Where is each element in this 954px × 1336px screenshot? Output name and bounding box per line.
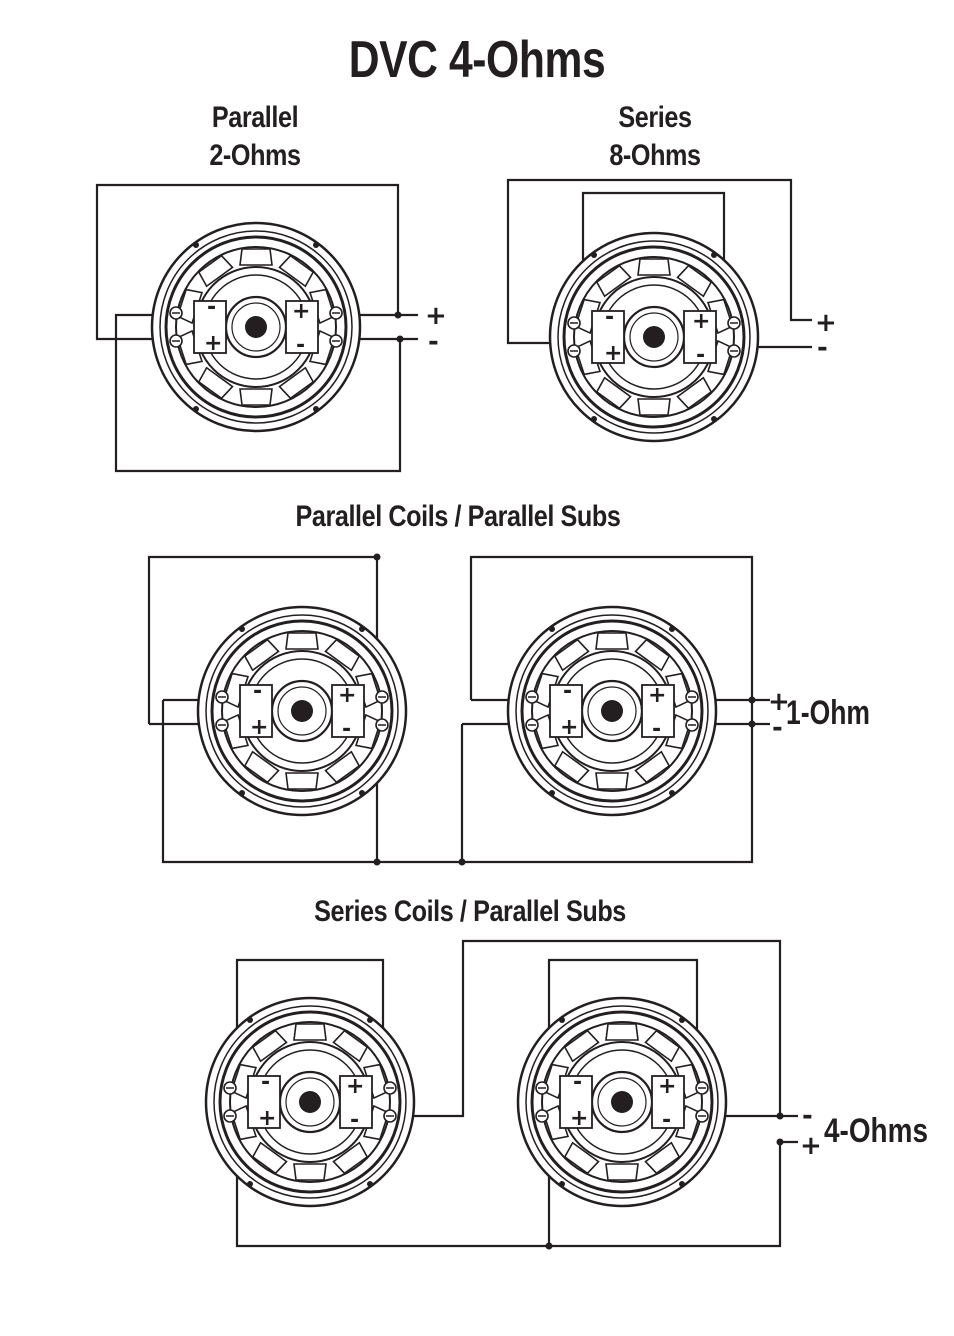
subwoofer-dvc-icon xyxy=(152,223,360,431)
sub2-coil1-neg-label: - xyxy=(563,679,572,704)
subwoofer-dvc-icon xyxy=(518,998,726,1206)
subwoofer-dvc-icon xyxy=(198,607,406,815)
sub2-coil2-neg-label: - xyxy=(652,717,661,742)
sub1-coil2-neg-label: - xyxy=(342,717,351,742)
sub2-coil1-neg-label: - xyxy=(573,1070,582,1095)
sub1-coil2-pos-label: + xyxy=(346,1074,364,1099)
coil2-pos-label: + xyxy=(292,299,310,324)
subwoofer-dvc-icon xyxy=(508,607,716,815)
sub2-coil2-pos-label: + xyxy=(658,1074,676,1099)
coil2-pos-label: + xyxy=(692,309,710,334)
output-neg-label: - xyxy=(428,327,439,357)
coil1-pos-label: + xyxy=(204,331,222,356)
sub2-coil1-pos-label: + xyxy=(570,1106,588,1131)
output-pos-label: + xyxy=(800,1131,822,1161)
coil2-neg-label: - xyxy=(696,343,705,368)
output-neg-label: - xyxy=(802,1101,813,1131)
sub1-coil1-neg-label: - xyxy=(253,679,262,704)
impedance-label: 1-Ohm xyxy=(786,694,870,732)
sub1-coil1-neg-label: - xyxy=(261,1070,270,1095)
series-subs-diagram: - + + - - + + - - + 4-Ohms xyxy=(206,941,928,1250)
sub2-coil2-neg-label: - xyxy=(662,1108,671,1133)
subwoofer-dvc-icon xyxy=(550,233,758,441)
coil1-pos-label: + xyxy=(604,341,622,366)
subwoofer-dvc-icon xyxy=(206,998,414,1206)
impedance-label: 4-Ohms xyxy=(824,1112,928,1150)
series-diagram: - + + - + - xyxy=(508,180,837,441)
coil1-neg-label: - xyxy=(605,305,614,330)
parallel-subs-diagram: - + + - - + + - + - 1-Ohm xyxy=(149,554,870,866)
coil1-neg-label: - xyxy=(207,295,216,320)
output-neg-label: - xyxy=(817,333,828,363)
sub1-coil1-pos-label: + xyxy=(258,1106,276,1131)
sub1-coil1-pos-label: + xyxy=(250,715,268,740)
coil2-neg-label: - xyxy=(296,333,305,358)
sub2-coil2-pos-label: + xyxy=(648,683,666,708)
output-neg-label: - xyxy=(772,713,783,743)
sub2-coil1-pos-label: + xyxy=(560,715,578,740)
sub1-coil2-neg-label: - xyxy=(350,1108,359,1133)
sub1-coil2-pos-label: + xyxy=(338,683,356,708)
parallel-diagram: - + + - + - xyxy=(97,185,447,471)
